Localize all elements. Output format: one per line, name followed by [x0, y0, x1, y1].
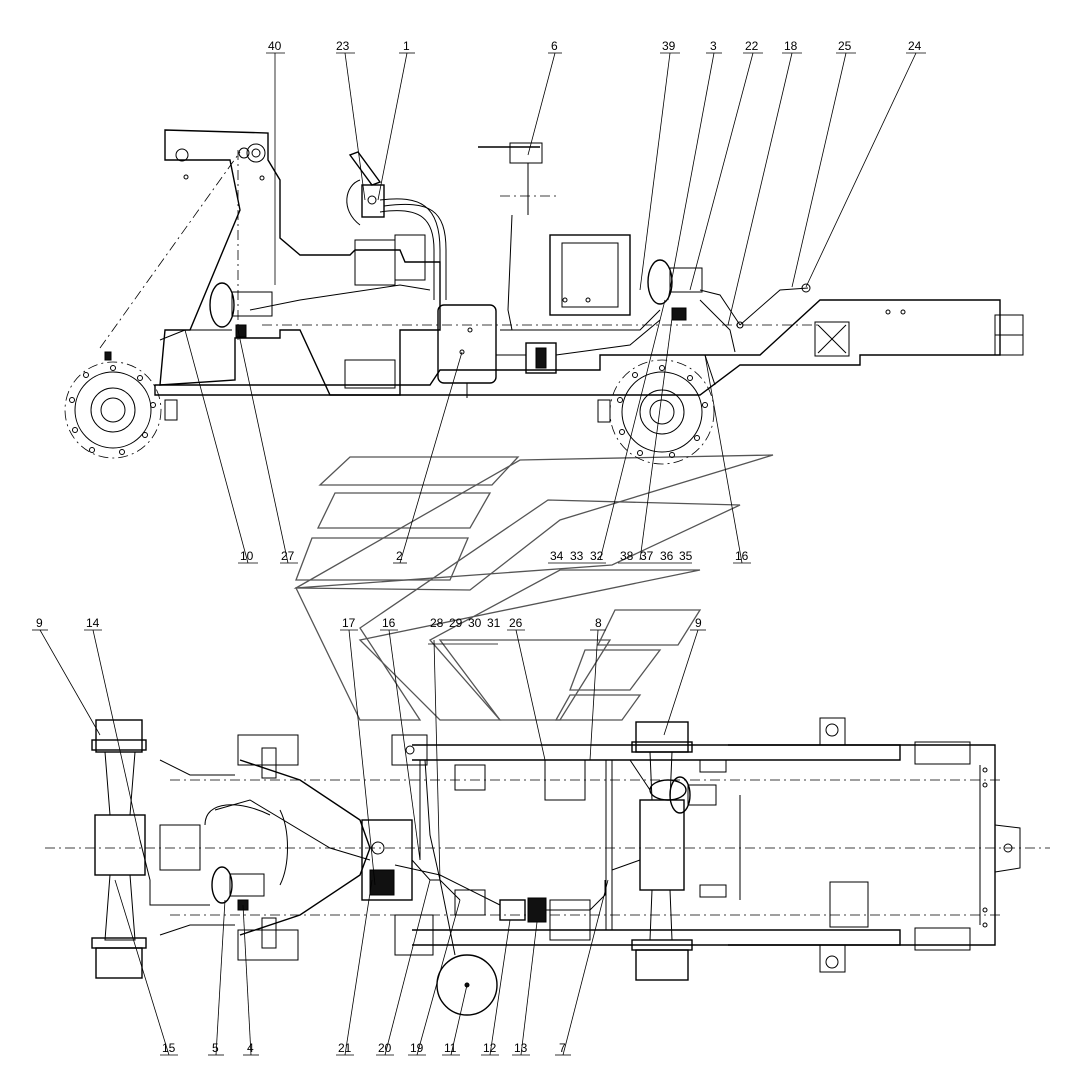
valve-cluster	[499, 897, 547, 923]
front-brake-chamber	[209, 282, 273, 338]
callout-17: 17	[342, 616, 356, 630]
callout-32: 32	[590, 549, 604, 563]
rear-brake-chamber	[647, 259, 703, 321]
callout-35: 35	[679, 549, 693, 563]
callout-18: 18	[784, 39, 798, 53]
callout-34: 34	[550, 549, 564, 563]
relay-valve	[525, 342, 557, 374]
callout-6: 6	[551, 39, 558, 53]
callout-20: 20	[378, 1041, 392, 1055]
callout-25: 25	[838, 39, 852, 53]
callout-19: 19	[410, 1041, 424, 1055]
front-axle	[91, 719, 147, 979]
callout-9-right: 9	[695, 616, 702, 630]
callout-5: 5	[212, 1041, 219, 1055]
air-lines-plan	[139, 759, 651, 956]
central-frame	[361, 734, 486, 956]
rear-bracket	[549, 234, 631, 316]
callout-26: 26	[509, 616, 523, 630]
callout-4: 4	[247, 1041, 254, 1055]
rear-wheel	[597, 359, 715, 465]
front-chamber-plan	[211, 866, 265, 911]
callout-13: 13	[514, 1041, 528, 1055]
callout-33: 33	[570, 549, 584, 563]
callout-11: 11	[444, 1041, 457, 1055]
callout-3: 3	[710, 39, 717, 53]
rear-axle	[631, 721, 693, 981]
longitudinal-beams	[412, 744, 901, 946]
callout-39: 39	[662, 39, 676, 53]
front-wheel	[64, 351, 178, 459]
callout-16-plan: 16	[382, 616, 396, 630]
callout-30: 30	[468, 616, 482, 630]
front-frame-plan	[159, 734, 371, 961]
hand-brake-lever	[478, 142, 560, 215]
callout-22: 22	[745, 39, 759, 53]
callout-14: 14	[86, 616, 100, 630]
rear-chamber-plan	[669, 759, 727, 898]
callout-40: 40	[268, 39, 282, 53]
side-view	[64, 129, 1024, 465]
callout-1: 1	[403, 39, 410, 53]
callout-23: 23	[336, 39, 350, 53]
rear-frame-plan	[728, 717, 1021, 973]
brake-pedal-valve	[348, 151, 385, 218]
callout-24: 24	[908, 39, 922, 53]
callout-29: 29	[449, 616, 463, 630]
callout-21: 21	[338, 1041, 352, 1055]
callout-12: 12	[483, 1041, 497, 1055]
front-frame-bracket	[159, 129, 441, 396]
callout-27: 27	[281, 549, 295, 563]
main-frame-rail	[154, 299, 1001, 396]
round-air-tank	[436, 954, 498, 1016]
callout-28: 28	[430, 616, 444, 630]
callout-2: 2	[396, 549, 403, 563]
callout-15: 15	[162, 1041, 176, 1055]
callout-36: 36	[660, 549, 674, 563]
callout-9-left: 9	[36, 616, 43, 630]
callout-10: 10	[240, 549, 254, 563]
callout-38: 38	[620, 549, 634, 563]
plan-view	[45, 717, 1050, 1016]
callout-31: 31	[487, 616, 501, 630]
callout-7: 7	[559, 1041, 566, 1055]
air-lines-side	[159, 179, 811, 386]
callout-37: 37	[640, 549, 654, 563]
callout-8: 8	[595, 616, 602, 630]
callout-labels: 40 23 1 6 39 3 22 18 25 24 10 27 2 34 33…	[36, 39, 922, 1055]
air-reservoir	[437, 304, 497, 398]
watermark	[293, 454, 774, 721]
callout-16-top: 16	[735, 549, 749, 563]
leader-lines	[32, 52, 926, 1056]
